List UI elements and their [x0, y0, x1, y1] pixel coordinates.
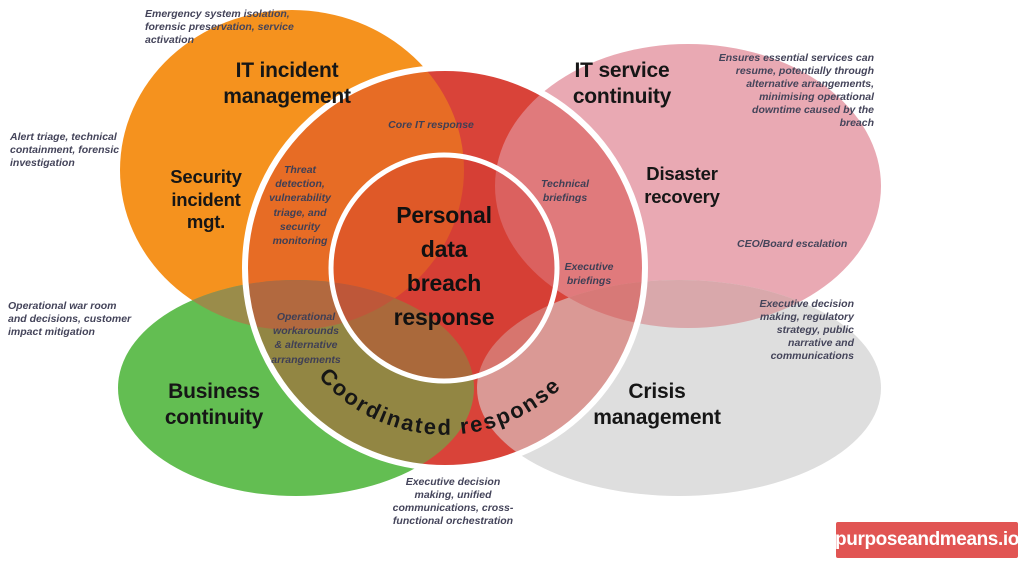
- label-business-continuity: Business continuity: [164, 380, 264, 430]
- ring-note-executive-briefings: Executive briefings: [564, 261, 614, 288]
- note-ceo-board-escalation: CEO/Board escalation: [737, 238, 848, 250]
- purposeandmeans-logo-text: purposeandmeans.io: [835, 529, 1019, 550]
- note-alert-triage: Alert triage, technical containment, for…: [10, 131, 120, 170]
- ring-note-technical-briefings: Technical briefings: [540, 178, 590, 205]
- ring-note-threat-detection: Threat detection, vulnerability triage, …: [269, 164, 331, 247]
- label-security-incident-mgt: Security incident mgt.: [170, 166, 242, 233]
- ellipse-crisis-management: [477, 280, 881, 496]
- label-it-incident-management: IT incident management: [223, 59, 351, 109]
- ellipse-business-continuity: [118, 280, 474, 496]
- ellipse-it-incident-management: [120, 10, 464, 330]
- purposeandmeans-logo[interactable]: purposeandmeans.io: [835, 522, 1019, 558]
- note-operational-war-room: Operational war room and decisions, cust…: [8, 300, 132, 339]
- note-executive-decision-right: Executive decision making, regulatory st…: [759, 298, 854, 363]
- label-it-service-continuity: IT service continuity: [572, 59, 672, 109]
- inner-ring-stroke: [328, 152, 560, 384]
- note-ensures-essential-services: Ensures essential services can resume, p…: [718, 52, 874, 130]
- label-disaster-recovery: Disaster recovery: [644, 163, 720, 207]
- note-emergency-system-isolation: Emergency system isolation, forensic pre…: [145, 8, 294, 47]
- ring-note-operational-workarounds: Operational workarounds & alternative ar…: [271, 311, 341, 366]
- outer-ring-stroke: [242, 65, 648, 471]
- label-crisis-management: Crisis management: [593, 380, 721, 430]
- label-personal-data-breach-response: Personal data breach response: [393, 202, 495, 330]
- outer-ring-fill: [245, 68, 645, 468]
- ring-note-core-it-response: Core IT response: [388, 119, 474, 131]
- ellipse-it-service-continuity: [495, 44, 881, 328]
- inner-ring-fill: [331, 155, 557, 381]
- note-executive-decision-bottom: Executive decision making, unified commu…: [392, 476, 514, 528]
